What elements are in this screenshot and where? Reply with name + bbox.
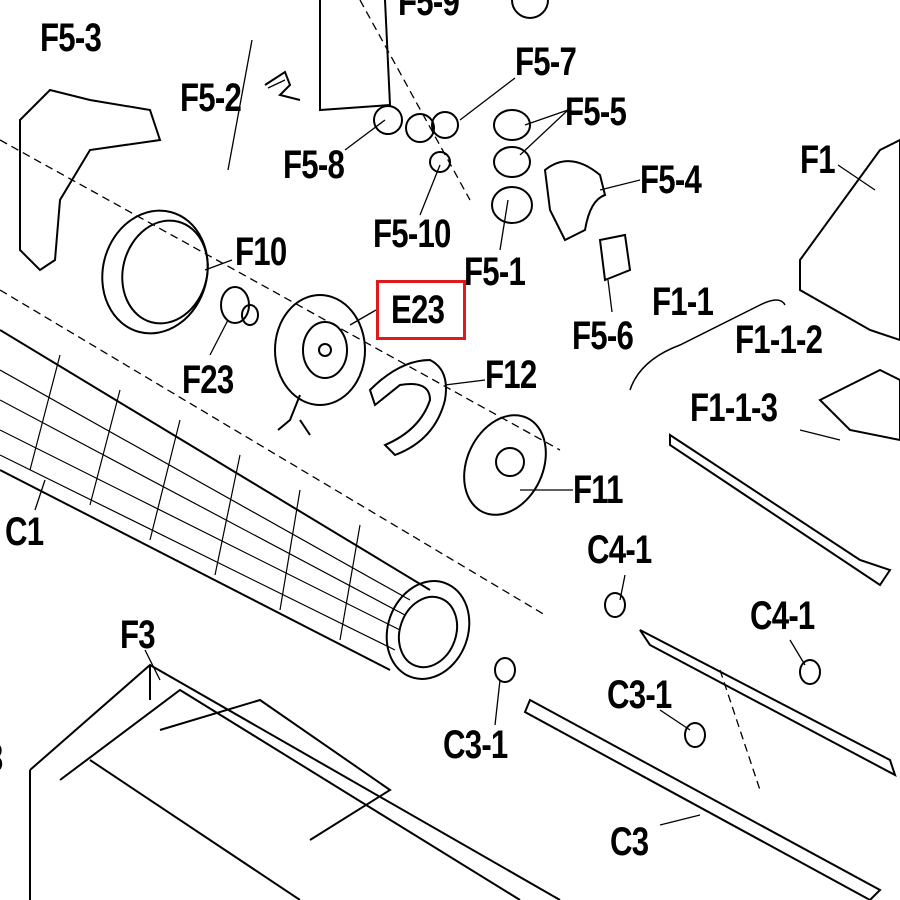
label-f5-7[interactable]: F5-7 xyxy=(515,40,577,84)
fan-housing-left xyxy=(19,88,162,272)
part-f5-6 xyxy=(598,233,632,282)
label-f5-2[interactable]: F5-2 xyxy=(180,76,242,120)
gears xyxy=(373,0,549,173)
label-f5-10[interactable]: F5-10 xyxy=(373,212,451,256)
highlight-box-e23 xyxy=(376,280,466,340)
label-f1-1-2[interactable]: F1-1-2 xyxy=(735,318,823,362)
frame-top xyxy=(319,0,392,112)
label-f3[interactable]: F3 xyxy=(120,613,156,657)
bar-c3 xyxy=(523,698,882,900)
label-c4-1[interactable]: C4-1 xyxy=(587,528,652,572)
bracket-f5-4 xyxy=(543,160,607,242)
part-f1-1-2 xyxy=(818,368,900,442)
motor-cover-f11 xyxy=(463,414,547,516)
bar-c4 xyxy=(639,629,897,778)
label-f11[interactable]: F11 xyxy=(573,468,623,512)
stepping-motors xyxy=(491,109,533,224)
assembly-axis-lines xyxy=(0,0,761,791)
label-c1[interactable]: C1 xyxy=(5,510,44,554)
leader-lines xyxy=(34,39,876,826)
label-f1[interactable]: F1 xyxy=(800,138,836,182)
label-f10[interactable]: F10 xyxy=(235,230,287,274)
label-c4-1[interactable]: C4-1 xyxy=(750,594,815,638)
frame-f1 xyxy=(799,138,900,342)
label-f5-3[interactable]: F5-3 xyxy=(40,16,102,60)
label-f1-1-3[interactable]: F1-1-3 xyxy=(690,386,778,430)
bearing-holder-f10 xyxy=(101,209,209,335)
label-c3-1[interactable]: C3-1 xyxy=(443,723,508,767)
label-e23[interactable]: E23 xyxy=(391,288,445,332)
label-edge-cut: 3 xyxy=(0,738,3,778)
label-f23[interactable]: F23 xyxy=(182,358,234,402)
part-f5-2 xyxy=(264,70,301,101)
front-frame-f3 xyxy=(29,663,561,900)
label-f5-1[interactable]: F5-1 xyxy=(464,250,526,294)
label-f5-5[interactable]: F5-5 xyxy=(565,90,627,134)
label-f5-8[interactable]: F5-8 xyxy=(283,143,345,187)
label-f5-9[interactable]: F5-9 xyxy=(398,0,460,24)
label-c3[interactable]: C3 xyxy=(610,820,649,864)
label-f12[interactable]: F12 xyxy=(485,353,537,397)
label-f5-4[interactable]: F5-4 xyxy=(640,158,702,202)
label-f5-6[interactable]: F5-6 xyxy=(572,314,634,358)
label-f1-1[interactable]: F1-1 xyxy=(652,280,714,324)
bushings xyxy=(494,592,821,748)
coupling-f23 xyxy=(220,286,259,326)
cross-flow-fan-c1 xyxy=(0,329,471,680)
motor-clamp-f12 xyxy=(368,358,447,457)
part-f1-1-3 xyxy=(669,433,892,587)
label-c3-1[interactable]: C3-1 xyxy=(607,673,672,717)
fan-motor-e23 xyxy=(274,294,366,436)
